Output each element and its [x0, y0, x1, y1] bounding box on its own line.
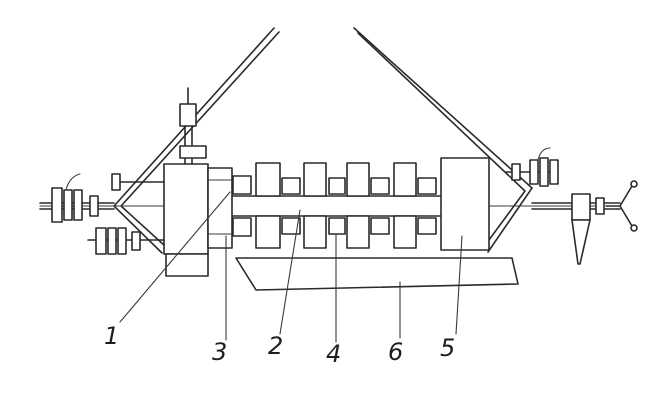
left-drive-top — [111, 173, 165, 191]
leader-5 — [455, 235, 463, 335]
disc-row-lower — [232, 215, 437, 249]
label-4: 4 — [326, 340, 341, 368]
top-adjuster — [179, 87, 207, 165]
right-drive-top — [505, 147, 559, 187]
label-2: 2 — [268, 332, 283, 360]
base-plate — [235, 257, 519, 291]
main-shaft — [39, 195, 601, 217]
label-1: 1 — [104, 322, 119, 350]
label-5: 5 — [440, 334, 455, 362]
label-3: 3 — [212, 338, 227, 366]
right-drive-main — [531, 180, 638, 265]
leader-2 — [279, 209, 301, 335]
left-housing — [163, 163, 233, 277]
leader-1 — [119, 191, 231, 323]
right-housing — [440, 157, 490, 251]
left-drive-bottom — [87, 227, 165, 255]
left-drive-middle — [39, 173, 115, 223]
leader-lines — [119, 191, 463, 343]
label-6: 6 — [388, 338, 403, 366]
disc-row-upper — [232, 162, 437, 197]
